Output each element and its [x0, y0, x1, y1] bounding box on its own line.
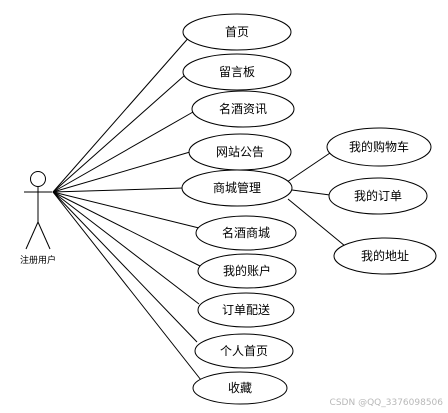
use-case-shop-manage — [181, 169, 293, 207]
assoc-wine-news — [52, 111, 194, 193]
use-case-favorites-label: 收藏 — [228, 381, 252, 395]
use-case-wine-mall — [195, 215, 297, 251]
use-case-personal-home — [194, 333, 294, 369]
assoc-shop-manage — [52, 187, 184, 193]
use-case-my-account — [197, 253, 297, 289]
use-case-home-label: 首页 — [225, 25, 249, 39]
association-lines — [52, 34, 202, 381]
use-case-my-cart — [326, 127, 432, 167]
assoc-favorites — [52, 191, 202, 381]
actor-label: 注册用户 — [20, 254, 56, 266]
use-case-my-orders-label: 我的订单 — [354, 188, 402, 203]
use-case-my-cart-label: 我的购物车 — [349, 139, 409, 154]
use-case-personal-home-label: 个人首页 — [220, 344, 268, 358]
use-case-my-address-label: 我的地址 — [361, 248, 409, 263]
assoc-order-delivery — [52, 191, 200, 305]
assoc-my-account — [52, 191, 201, 267]
link-my-orders — [291, 189, 331, 196]
link-my-cart — [286, 152, 331, 183]
use-case-site-notice-label: 网站公告 — [216, 145, 264, 159]
use-case-guestbook — [182, 53, 292, 91]
use-case-favorites — [192, 371, 288, 405]
use-case-my-address — [333, 237, 437, 275]
actor-left-leg — [25, 221, 39, 250]
actor-head — [30, 171, 46, 187]
use-case-home — [182, 13, 292, 51]
use-case-wine-news — [191, 90, 295, 128]
use-case-guestbook-label: 留言板 — [219, 65, 255, 79]
use-case-my-account-label: 我的账户 — [223, 263, 271, 278]
watermark: CSDN @QQ_3376098506 — [330, 398, 444, 408]
extension-lines — [286, 152, 346, 247]
use-case-order-delivery — [197, 292, 295, 328]
use-case-wine-mall-label: 名酒商城 — [222, 225, 270, 240]
assoc-home — [52, 34, 192, 193]
actor-figure — [24, 171, 52, 250]
assoc-personal-home — [52, 191, 198, 343]
assoc-site-notice — [52, 151, 191, 193]
use-case-wine-news-label: 名酒资讯 — [219, 101, 267, 116]
link-my-address — [287, 198, 346, 247]
assoc-wine-mall — [52, 191, 200, 229]
use-case-order-delivery-label: 订单配送 — [222, 302, 270, 317]
actor-right-leg — [37, 221, 51, 250]
use-case-shop-manage-label: 商城管理 — [213, 180, 261, 195]
assoc-guestbook — [52, 74, 186, 193]
use-case-my-orders — [328, 177, 428, 215]
